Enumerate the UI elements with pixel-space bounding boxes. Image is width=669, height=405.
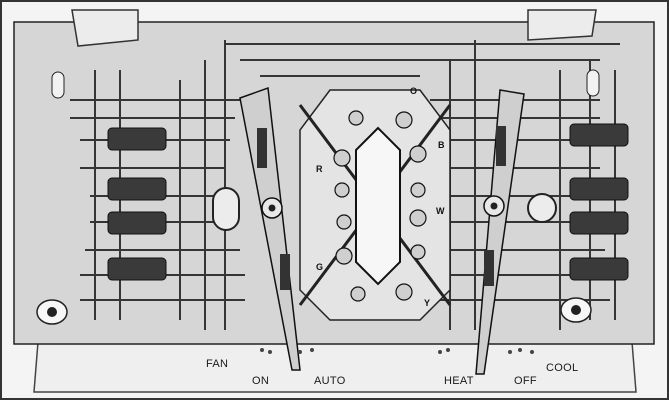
- fan-switch-lever[interactable]: [239, 86, 301, 371]
- terminal-label-b: B: [438, 140, 445, 150]
- mount-post-left: [36, 299, 68, 325]
- ring-right: [527, 193, 557, 223]
- screw-o: [395, 111, 413, 129]
- terminal-screws: [333, 110, 427, 302]
- center-cutout: [355, 126, 401, 286]
- fan-auto-label[interactable]: AUTO: [314, 375, 346, 387]
- screw-b: [409, 145, 427, 163]
- mount-post-right: [560, 297, 592, 323]
- system-cool-label[interactable]: COOL: [546, 362, 579, 374]
- slot-left: [51, 71, 65, 99]
- terminal-label-o: O: [410, 86, 418, 96]
- screw-g: [335, 247, 353, 265]
- terminal-label-g: G: [316, 262, 324, 272]
- screw-y: [395, 283, 413, 301]
- system-heat-label[interactable]: HEAT: [444, 375, 474, 387]
- screw-w: [409, 209, 427, 227]
- screw-r: [333, 149, 351, 167]
- screw-top: [348, 110, 364, 126]
- screw-mid-l1: [334, 182, 350, 198]
- terminal-label-w: W: [436, 206, 445, 216]
- top-tab-left: [71, 9, 139, 47]
- fan-on-label[interactable]: ON: [252, 375, 270, 387]
- right-contacts: [569, 123, 629, 281]
- screw-bottom: [350, 286, 366, 302]
- system-detents: [438, 348, 534, 354]
- oval-left: [212, 187, 240, 231]
- top-tab-right: [527, 9, 597, 41]
- fan-detents: [260, 348, 314, 354]
- terminal-label-r: R: [316, 164, 323, 174]
- screw-mid-r2: [410, 244, 426, 260]
- system-off-label[interactable]: OFF: [514, 375, 537, 387]
- fan-label: FAN: [206, 358, 229, 370]
- screw-mid-l2: [336, 214, 352, 230]
- terminal-block: [298, 89, 452, 321]
- terminal-label-y: Y: [424, 298, 431, 308]
- screw-mid-r: [410, 182, 426, 198]
- system-switch-lever[interactable]: [475, 89, 525, 375]
- left-contacts: [107, 127, 167, 281]
- slot-right: [586, 69, 600, 97]
